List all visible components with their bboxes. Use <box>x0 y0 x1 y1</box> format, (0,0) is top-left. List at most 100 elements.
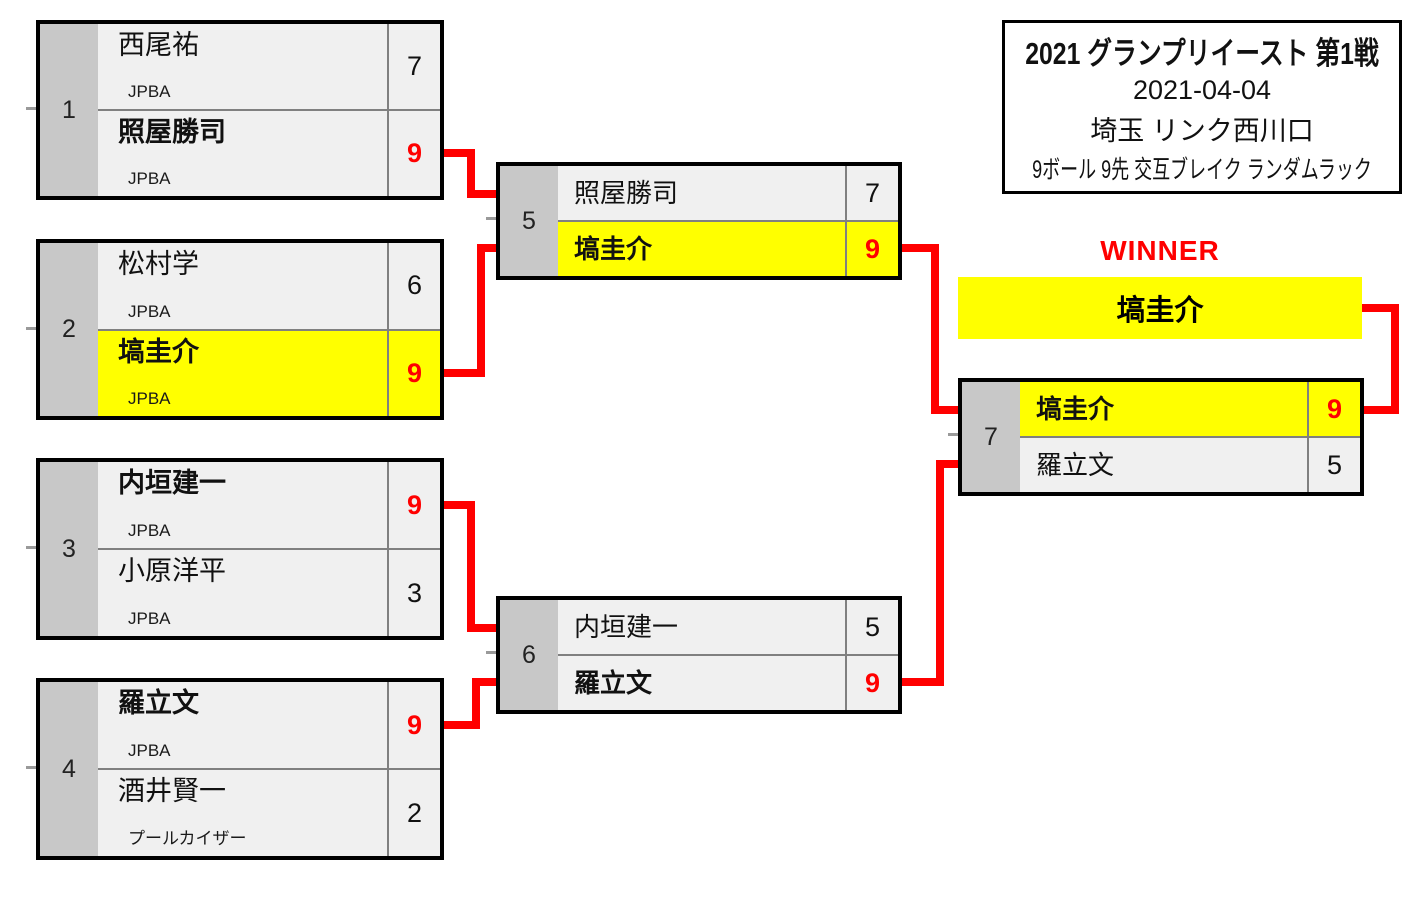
player-score: 7 <box>387 24 440 109</box>
player-row: 松村学 JPBA 6 <box>98 243 440 329</box>
tournament-date: 2021-04-04 <box>1132 75 1272 106</box>
connector-m4-m6 <box>472 678 496 686</box>
connector-m5-final <box>931 406 958 414</box>
player-name: 酒井賢一 <box>118 776 226 806</box>
match-number: 1 <box>40 24 98 196</box>
player-row: 西尾祐 JPBA 7 <box>98 24 440 109</box>
connector-m1-m5 <box>467 149 475 198</box>
player-row-winner: 照屋勝司 JPBA 9 <box>98 109 440 196</box>
player-score: 5 <box>845 600 898 654</box>
player-score: 9 <box>1307 382 1360 436</box>
player-name: 照屋勝司 <box>574 177 679 208</box>
player-row: 照屋勝司 7 <box>558 166 898 220</box>
connector-m5-final <box>931 244 939 414</box>
match-number: 4 <box>40 682 98 856</box>
player-affiliation: プールカイザー <box>128 829 247 848</box>
player-row-winner: 塙圭介 9 <box>558 220 898 276</box>
connector-m3-m6 <box>467 624 496 632</box>
player-affiliation: JPBA <box>128 301 171 321</box>
player-affiliation: JPBA <box>128 741 171 760</box>
player-name: 照屋勝司 <box>118 117 226 147</box>
player-score: 9 <box>845 222 898 276</box>
player-name: 羅立文 <box>118 688 199 718</box>
champion-box: 塙圭介 <box>958 277 1362 339</box>
player-name: 塙圭介 <box>1036 393 1115 424</box>
seed-line-stub <box>26 327 36 330</box>
player-row-winner: 塙圭介 JPBA 9 <box>98 328 440 416</box>
connector-m4-m6 <box>472 678 480 729</box>
player-score: 2 <box>387 770 440 856</box>
player-row: 内垣建一 5 <box>558 600 898 654</box>
connector-final-champion <box>1364 406 1399 414</box>
match-number: 3 <box>40 462 98 636</box>
tournament-format: 9ボール 9先 交互ブレイク ランダムラック <box>1032 156 1372 185</box>
match-box-3: 3 内垣建一 JPBA 9 小原洋平 JPBA 3 <box>36 458 444 640</box>
seed-line-stub <box>26 766 36 769</box>
player-row-winner: 羅立文 9 <box>558 654 898 710</box>
tournament-title: 2021 グランプリイースト 第1戦 <box>1025 35 1379 71</box>
player-affiliation: JPBA <box>128 82 171 101</box>
player-name: 小原洋平 <box>118 556 226 586</box>
player-row-winner: 羅立文 JPBA 9 <box>98 682 440 768</box>
match-box-5: 5 照屋勝司 7 塙圭介 9 <box>496 162 902 280</box>
seed-line-stub <box>486 217 496 220</box>
seed-line-stub <box>26 107 36 110</box>
match-box-2: 2 松村学 JPBA 6 塙圭介 JPBA 9 <box>36 239 444 420</box>
match-number: 2 <box>40 243 98 416</box>
connector-m2-m5 <box>477 244 496 252</box>
connector-m3-m6 <box>444 501 475 509</box>
tournament-venue: 埼玉 リンク西川口 <box>1090 115 1314 146</box>
player-score: 9 <box>387 111 440 196</box>
connector-final-champion <box>1391 304 1399 414</box>
connector-m6-final <box>936 460 944 686</box>
player-score: 9 <box>387 462 440 548</box>
player-row: 酒井賢一 プールカイザー 2 <box>98 768 440 856</box>
seed-line-stub <box>26 546 36 549</box>
player-name: 西尾祐 <box>118 30 199 60</box>
connector-m2-m5 <box>444 369 485 377</box>
player-name: 松村学 <box>118 249 199 279</box>
connector-m6-final <box>902 678 944 686</box>
player-score: 5 <box>1307 438 1360 492</box>
match-number: 5 <box>500 166 558 276</box>
player-row-winner: 塙圭介 9 <box>1020 382 1360 436</box>
player-row: 小原洋平 JPBA 3 <box>98 548 440 636</box>
champion-name: 塙圭介 <box>1116 295 1204 327</box>
connector-m5-final <box>902 244 939 252</box>
winner-label: WINNER <box>1100 235 1220 266</box>
player-affiliation: JPBA <box>128 169 171 188</box>
player-name: 羅立文 <box>1036 449 1115 480</box>
player-score: 9 <box>387 330 440 416</box>
match-box-4: 4 羅立文 JPBA 9 酒井賢一 プールカイザー 2 <box>36 678 444 860</box>
player-affiliation: JPBA <box>128 389 171 408</box>
player-name: 羅立文 <box>574 667 653 698</box>
connector-m1-m5 <box>444 149 475 157</box>
player-score: 6 <box>387 243 440 329</box>
connector-final-champion <box>1362 304 1399 312</box>
player-affiliation: JPBA <box>128 521 171 540</box>
player-name: 内垣建一 <box>574 611 679 642</box>
match-box-7-final: 7 塙圭介 9 羅立文 5 <box>958 378 1364 496</box>
connector-m2-m5 <box>477 244 485 377</box>
connector-m3-m6 <box>467 501 475 632</box>
player-score: 3 <box>387 550 440 636</box>
match-number: 7 <box>962 382 1020 492</box>
match-box-6: 6 内垣建一 5 羅立文 9 <box>496 596 902 714</box>
player-score: 7 <box>845 166 898 220</box>
connector-m6-final <box>936 460 958 468</box>
player-row: 羅立文 5 <box>1020 436 1360 492</box>
player-affiliation: JPBA <box>128 609 171 628</box>
player-row-winner: 内垣建一 JPBA 9 <box>98 462 440 548</box>
connector-m4-m6 <box>444 721 480 729</box>
player-name: 内垣建一 <box>118 468 226 498</box>
match-number: 6 <box>500 600 558 710</box>
match-box-1: 1 西尾祐 JPBA 7 照屋勝司 JPBA 9 <box>36 20 444 200</box>
tournament-info-box: 2021 グランプリイースト 第1戦 2021-04-04 埼玉 リンク西川口 … <box>1002 20 1402 194</box>
connector-m1-m5 <box>467 190 496 198</box>
seed-line-stub <box>948 433 958 436</box>
player-name: 塙圭介 <box>574 233 653 264</box>
player-score: 9 <box>845 656 898 710</box>
seed-line-stub <box>486 651 496 654</box>
player-name: 塙圭介 <box>118 336 199 367</box>
